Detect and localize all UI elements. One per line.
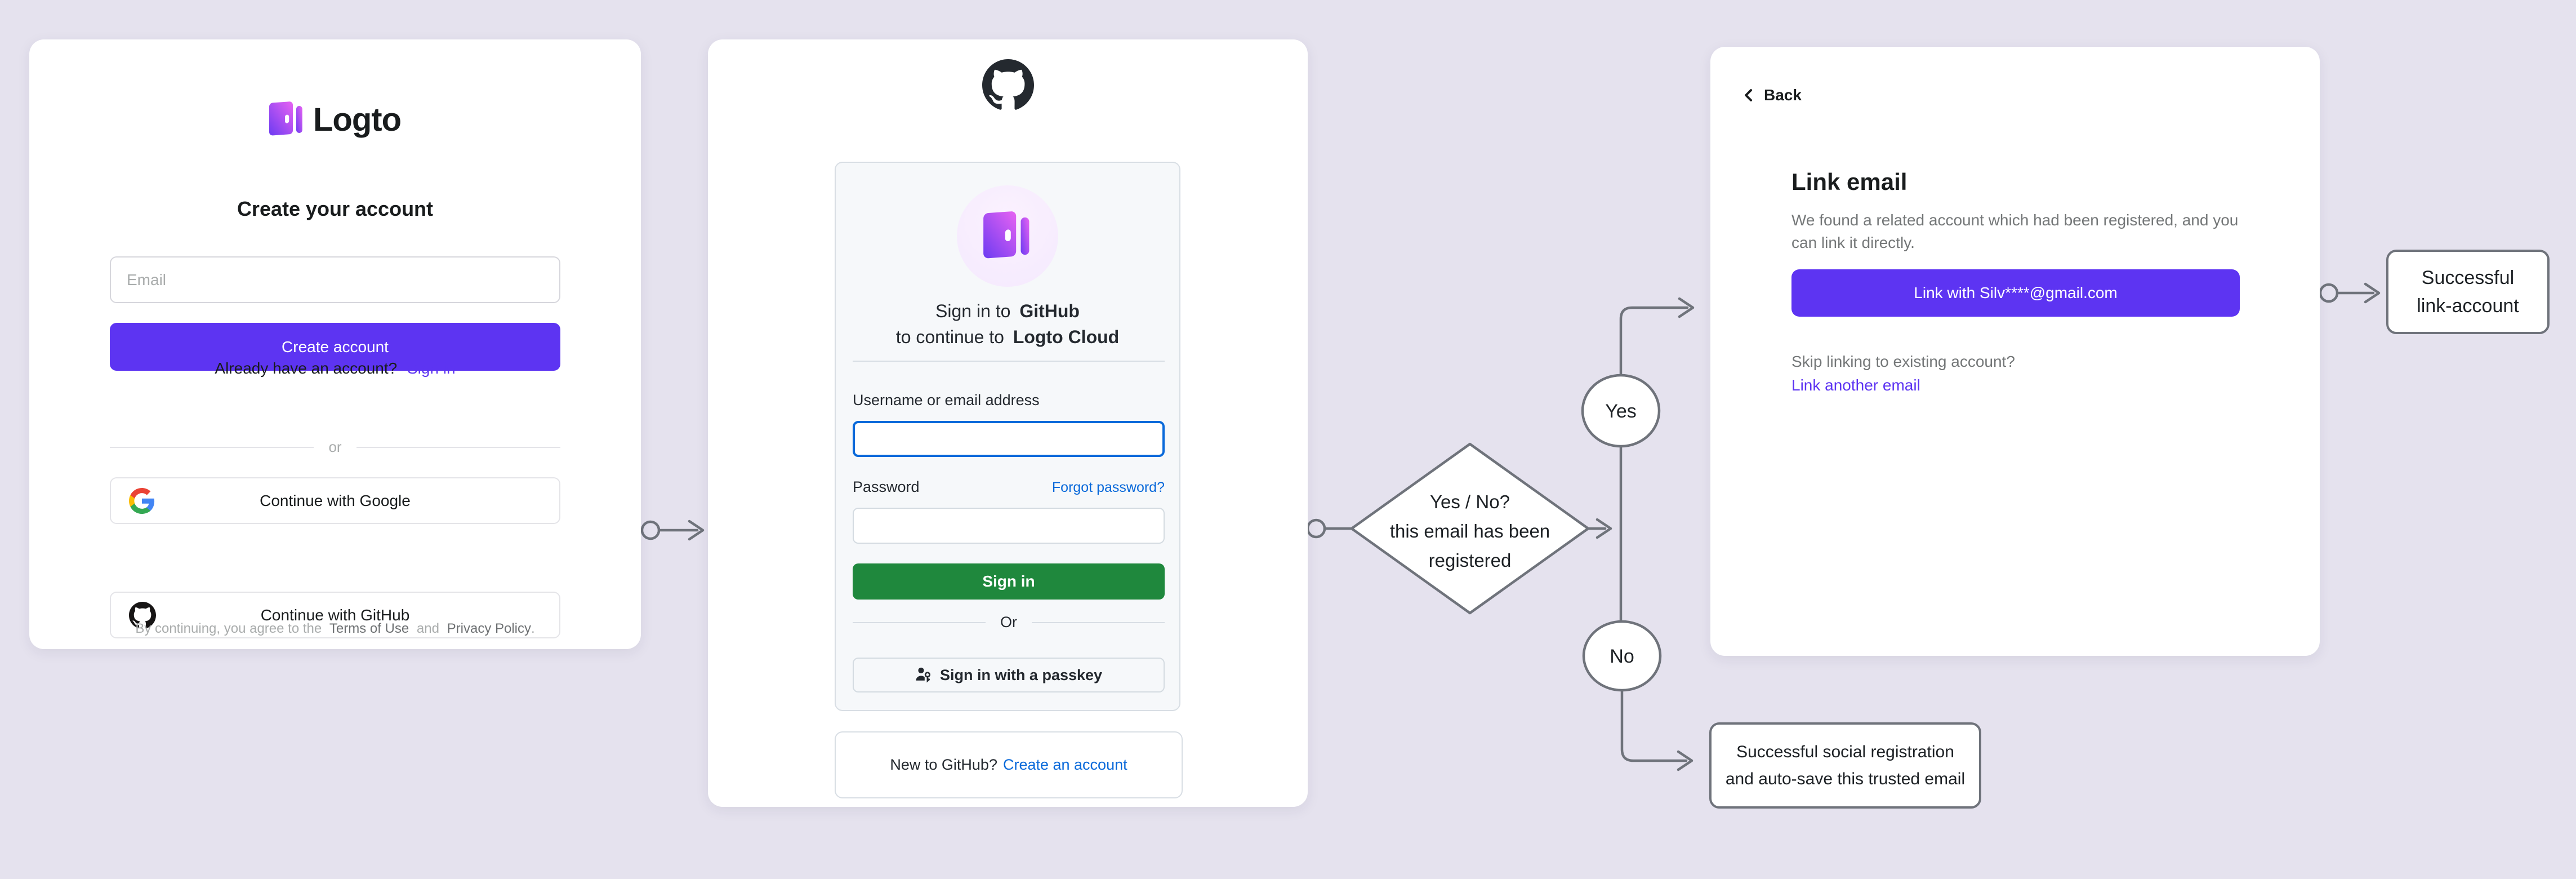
outcome-social-registration-box: Successful social registration and auto-… [1709, 722, 1981, 809]
decision-line: registered [1428, 550, 1512, 571]
logto-door-icon [269, 100, 304, 139]
privacy-policy-link[interactable]: Privacy Policy [447, 621, 532, 636]
logto-logo: Logto [29, 100, 641, 139]
connector-start-dot-1 [640, 520, 661, 540]
heading-prefix: to continue to [895, 327, 1004, 347]
github-logo-icon [708, 59, 1308, 111]
connector-no-line [1620, 689, 1688, 762]
heading-bold: GitHub [1019, 301, 1080, 321]
outcome-line: and auto-save this trusted email [1725, 769, 1966, 788]
create-account-link[interactable]: Create an account [1002, 756, 1127, 773]
connector-yes-line [1619, 306, 1689, 376]
or-divider: or [110, 438, 560, 456]
octocat-icon [129, 601, 156, 629]
github-oauth-panel: Sign in to GitHub to continue to Logto C… [835, 162, 1180, 711]
oauth-heading: Sign in to GitHub to continue to Logto C… [836, 298, 1179, 350]
password-input[interactable] [853, 508, 1165, 544]
outcome-line: Successful social registration [1736, 742, 1954, 761]
passkey-signin-button[interactable]: Sign in with a passkey [853, 658, 1165, 692]
link-another-email-link[interactable]: Link another email [1791, 376, 1920, 394]
logto-door-icon [983, 211, 1029, 259]
skip-link-text: Skip linking to existing account? [1791, 353, 2015, 370]
terms-conj: and [416, 621, 439, 636]
decision-diamond-label: Yes / No? this email has been registered [1352, 450, 1588, 613]
github-signin-button[interactable]: Sign in [853, 563, 1165, 600]
person-key-icon [915, 667, 932, 683]
page-title: Create your account [237, 197, 434, 220]
outcome-link-account-box: Successful link-account [2386, 250, 2550, 334]
oauth-heading-line1: Sign in to GitHub [836, 298, 1179, 324]
connector-start-dot-3 [2319, 283, 2339, 303]
new-to-github-panel: New to GitHub? Create an account [835, 731, 1183, 798]
link-email-card: Back Link email We found a related accou… [1710, 47, 2320, 656]
logto-wordmark: Logto [313, 101, 402, 138]
yes-node [1581, 374, 1661, 448]
create-account-button[interactable]: Create account [110, 323, 560, 371]
new-prompt: New to GitHub? [890, 756, 997, 773]
divider-label: Or [1000, 614, 1017, 631]
no-node-label: No [1610, 645, 1634, 667]
page-title: Link email [1791, 168, 1908, 195]
terms-suffix: . [531, 621, 535, 636]
no-node [1582, 620, 1662, 692]
heading-prefix: Sign in to [935, 301, 1011, 321]
divider-line [356, 446, 560, 448]
username-label: Username or email address [853, 392, 1040, 409]
link-email-button[interactable]: Link with Silv****@gmail.com [1791, 269, 2240, 317]
arrowhead-icon [2364, 282, 2381, 304]
back-button[interactable]: Back [1741, 86, 1802, 104]
chevron-left-icon [1741, 88, 1756, 103]
arrowhead-icon [1595, 518, 1612, 539]
logto-signup-card: Logto Create your account Create account… [29, 39, 641, 649]
signin-link[interactable]: Sign in [407, 359, 456, 377]
signin-prompt: Already have an account? Sign in [29, 359, 641, 378]
page-description: We found a related account which had bee… [1791, 211, 2239, 251]
panel-divider [853, 361, 1165, 362]
continue-github-label: Continue with GitHub [260, 606, 410, 624]
continue-google-label: Continue with Google [260, 491, 411, 509]
continue-google-button[interactable]: Continue with Google [110, 477, 560, 524]
outcome-line: link-account [2417, 295, 2519, 317]
terms-prefix: By continuing, you agree to the [135, 621, 322, 636]
forgot-password-link[interactable]: Forgot password? [1051, 480, 1165, 495]
passkey-label: Sign in with a passkey [939, 666, 1103, 683]
divider-line [853, 621, 986, 623]
terms-text: By continuing, you agree to the Terms of… [29, 621, 641, 637]
arrowhead-icon [1677, 750, 1693, 771]
google-g-icon [129, 487, 155, 514]
continue-github-button[interactable]: Continue with GitHub [110, 592, 560, 638]
connector-start-dot-2 [1306, 518, 1326, 539]
password-row: Password Forgot password? [853, 478, 1165, 496]
decision-line: this email has been [1389, 521, 1550, 541]
arrowhead-icon [688, 520, 705, 541]
oauth-heading-line2: to continue to Logto Cloud [836, 324, 1179, 350]
heading-bold: Logto Cloud [1013, 327, 1120, 347]
divider-line [1032, 621, 1165, 623]
password-label: Password [853, 478, 920, 495]
email-field[interactable] [110, 256, 560, 303]
arrowhead-icon [1678, 297, 1695, 318]
yes-node-label: Yes [1605, 400, 1637, 422]
username-input[interactable] [853, 421, 1165, 457]
outcome-line: Successful [2421, 267, 2515, 288]
or-divider: Or [853, 614, 1165, 631]
decision-line: Yes / No? [1430, 491, 1510, 512]
signin-prompt-text: Already have an account? [215, 359, 398, 377]
back-label: Back [1764, 86, 1802, 104]
github-signin-card: Sign in to GitHub to continue to Logto C… [708, 39, 1308, 807]
divider-line [110, 446, 314, 448]
logto-app-avatar [957, 185, 1058, 287]
terms-of-use-link[interactable]: Terms of Use [329, 621, 409, 636]
divider-label: or [328, 438, 342, 455]
